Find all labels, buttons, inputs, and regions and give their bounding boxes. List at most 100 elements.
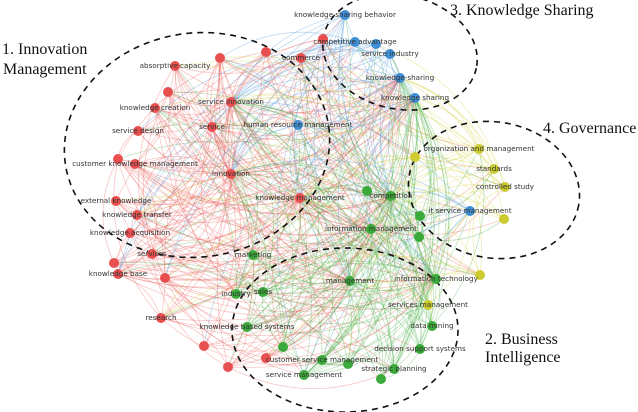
node[interactable] [410, 152, 420, 162]
node[interactable] [343, 359, 353, 369]
edge [160, 278, 437, 336]
edge [227, 77, 401, 368]
edge [370, 148, 480, 230]
edge [418, 236, 434, 350]
node[interactable] [465, 206, 475, 216]
edge [117, 228, 372, 288]
node[interactable] [414, 232, 424, 242]
node[interactable] [376, 374, 386, 384]
node[interactable] [395, 73, 405, 83]
node[interactable] [475, 270, 485, 280]
edge [137, 101, 232, 134]
node[interactable] [293, 120, 303, 130]
edge [297, 77, 401, 126]
edge [174, 65, 254, 328]
node[interactable] [109, 258, 119, 268]
edge [115, 173, 232, 206]
node[interactable] [258, 287, 268, 297]
node[interactable] [156, 313, 166, 323]
edge [262, 14, 352, 293]
node[interactable] [163, 87, 173, 97]
node[interactable] [389, 364, 399, 374]
edge [227, 97, 416, 368]
edge [297, 124, 437, 280]
edge [389, 53, 409, 197]
node[interactable] [362, 186, 372, 196]
edge [230, 173, 249, 295]
node[interactable] [278, 342, 288, 352]
edge [230, 66, 401, 103]
node[interactable] [500, 182, 510, 192]
node[interactable] [215, 53, 225, 63]
node[interactable] [261, 47, 271, 57]
node[interactable] [366, 224, 376, 234]
node[interactable] [242, 322, 252, 332]
node[interactable] [415, 344, 425, 354]
edge [388, 77, 420, 238]
edge [230, 89, 480, 150]
node[interactable] [427, 321, 437, 331]
edge [368, 43, 437, 280]
edge [113, 197, 301, 266]
edge [117, 97, 416, 275]
node[interactable] [296, 53, 306, 63]
edge [380, 97, 436, 380]
node[interactable] [147, 249, 157, 259]
edge [134, 41, 356, 165]
edge [134, 163, 372, 236]
edge [174, 65, 351, 282]
edge [230, 38, 324, 103]
edge [235, 156, 416, 295]
node[interactable] [340, 10, 350, 20]
node[interactable] [231, 289, 241, 299]
node[interactable] [170, 61, 180, 71]
node[interactable] [431, 274, 441, 284]
edge [230, 173, 267, 293]
node[interactable] [318, 34, 328, 44]
edge [418, 236, 481, 276]
node[interactable] [226, 97, 236, 107]
edge [393, 77, 434, 370]
node[interactable] [317, 355, 327, 365]
edge [235, 260, 437, 295]
node[interactable] [223, 362, 233, 372]
node[interactable] [350, 37, 360, 47]
node[interactable] [125, 228, 135, 238]
node[interactable] [130, 159, 140, 169]
edge [230, 77, 401, 175]
node[interactable] [113, 154, 123, 164]
edge [160, 173, 232, 319]
node[interactable] [299, 370, 309, 380]
node[interactable] [248, 250, 258, 260]
edge [230, 101, 437, 280]
node[interactable] [132, 210, 142, 220]
node[interactable] [199, 341, 209, 351]
edge [262, 209, 471, 293]
edge [300, 40, 356, 59]
node[interactable] [489, 164, 499, 174]
edge [164, 277, 351, 304]
node[interactable] [386, 191, 396, 201]
node[interactable] [474, 144, 484, 154]
node[interactable] [226, 169, 236, 179]
edge [230, 77, 401, 175]
node[interactable] [133, 126, 143, 136]
node[interactable] [111, 196, 121, 206]
edge [134, 77, 401, 169]
node[interactable] [345, 276, 355, 286]
node[interactable] [423, 300, 433, 310]
edge [399, 77, 480, 150]
node[interactable] [415, 211, 425, 221]
node[interactable] [385, 49, 395, 59]
node[interactable] [113, 269, 123, 279]
node[interactable] [150, 103, 160, 113]
node[interactable] [261, 353, 271, 363]
node[interactable] [160, 273, 170, 283]
node[interactable] [410, 93, 420, 103]
node[interactable] [499, 214, 509, 224]
node[interactable] [207, 122, 217, 132]
edge [117, 273, 162, 319]
node[interactable] [295, 193, 305, 203]
edge [113, 101, 232, 264]
node[interactable] [371, 39, 381, 49]
